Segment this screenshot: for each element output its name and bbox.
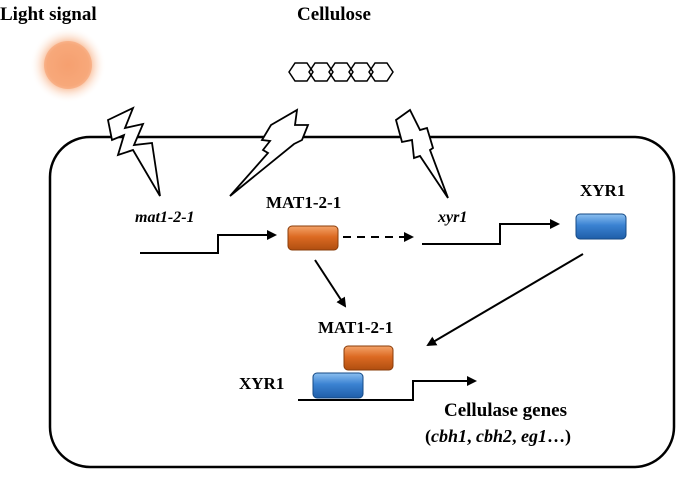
- lightning-bolt-icon-light: [106, 106, 161, 197]
- cell-outline: [48, 135, 676, 469]
- light-signal-label: Light signal: [0, 4, 97, 25]
- cellulase-promoter-line: [298, 376, 477, 401]
- mat1-protein-label: MAT1-2-1: [266, 193, 341, 212]
- arrow-mat1-to-complex: [314, 259, 347, 308]
- xyr1-protein-label: XYR1: [580, 181, 625, 200]
- arrow-xyr1-to-complex: [426, 253, 584, 347]
- mat1-protein-box: [287, 225, 339, 251]
- cellulase-genes-list: (cbh1, cbh2, eg1…): [425, 426, 571, 447]
- lightning-bolt-icon-cellulose-left: [229, 108, 310, 197]
- mat1-bound-label: MAT1-2-1: [318, 318, 393, 337]
- xyr1-promoter-line: [422, 219, 560, 245]
- xyr1-bound-label: XYR1: [239, 374, 284, 393]
- sun-icon: [30, 27, 106, 103]
- cellulose-label: Cellulose: [297, 4, 371, 25]
- xyr1-bound-box: [312, 372, 364, 399]
- lightning-bolt-icon-cellulose-right: [394, 108, 449, 199]
- mat1-promoter-line: [140, 230, 277, 254]
- xyr1-protein-box: [575, 213, 627, 240]
- cellulase-genes-label: Cellulase genes: [444, 400, 567, 421]
- hexagon-chain-icon: [288, 62, 394, 82]
- xyr1-gene-label: xyr1: [437, 209, 467, 226]
- mat1-gene-label: mat1-2-1: [135, 209, 195, 226]
- mat1-bound-box: [343, 345, 394, 371]
